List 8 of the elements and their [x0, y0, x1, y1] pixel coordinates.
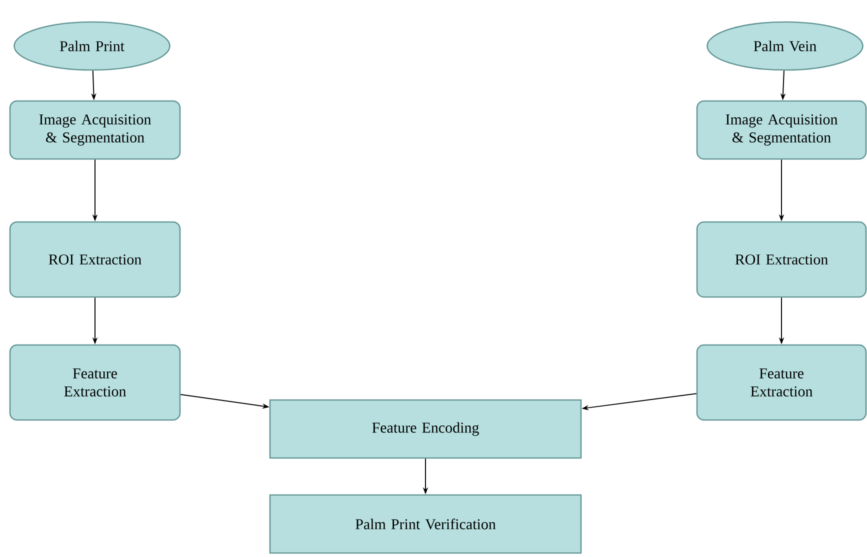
process-box: Image Acquisition & Segmentation	[9, 100, 181, 160]
process-box: Image Acquisition & Segmentation	[696, 100, 867, 160]
process-box: Feature Extraction	[696, 344, 867, 421]
process-box: ROI Extraction	[9, 221, 181, 298]
process-box: Feature Extraction	[9, 344, 181, 421]
process-box: Palm Print Verification	[269, 494, 582, 554]
process-box: ROI Extraction	[696, 221, 867, 298]
process-box: Feature Encoding	[269, 399, 582, 459]
